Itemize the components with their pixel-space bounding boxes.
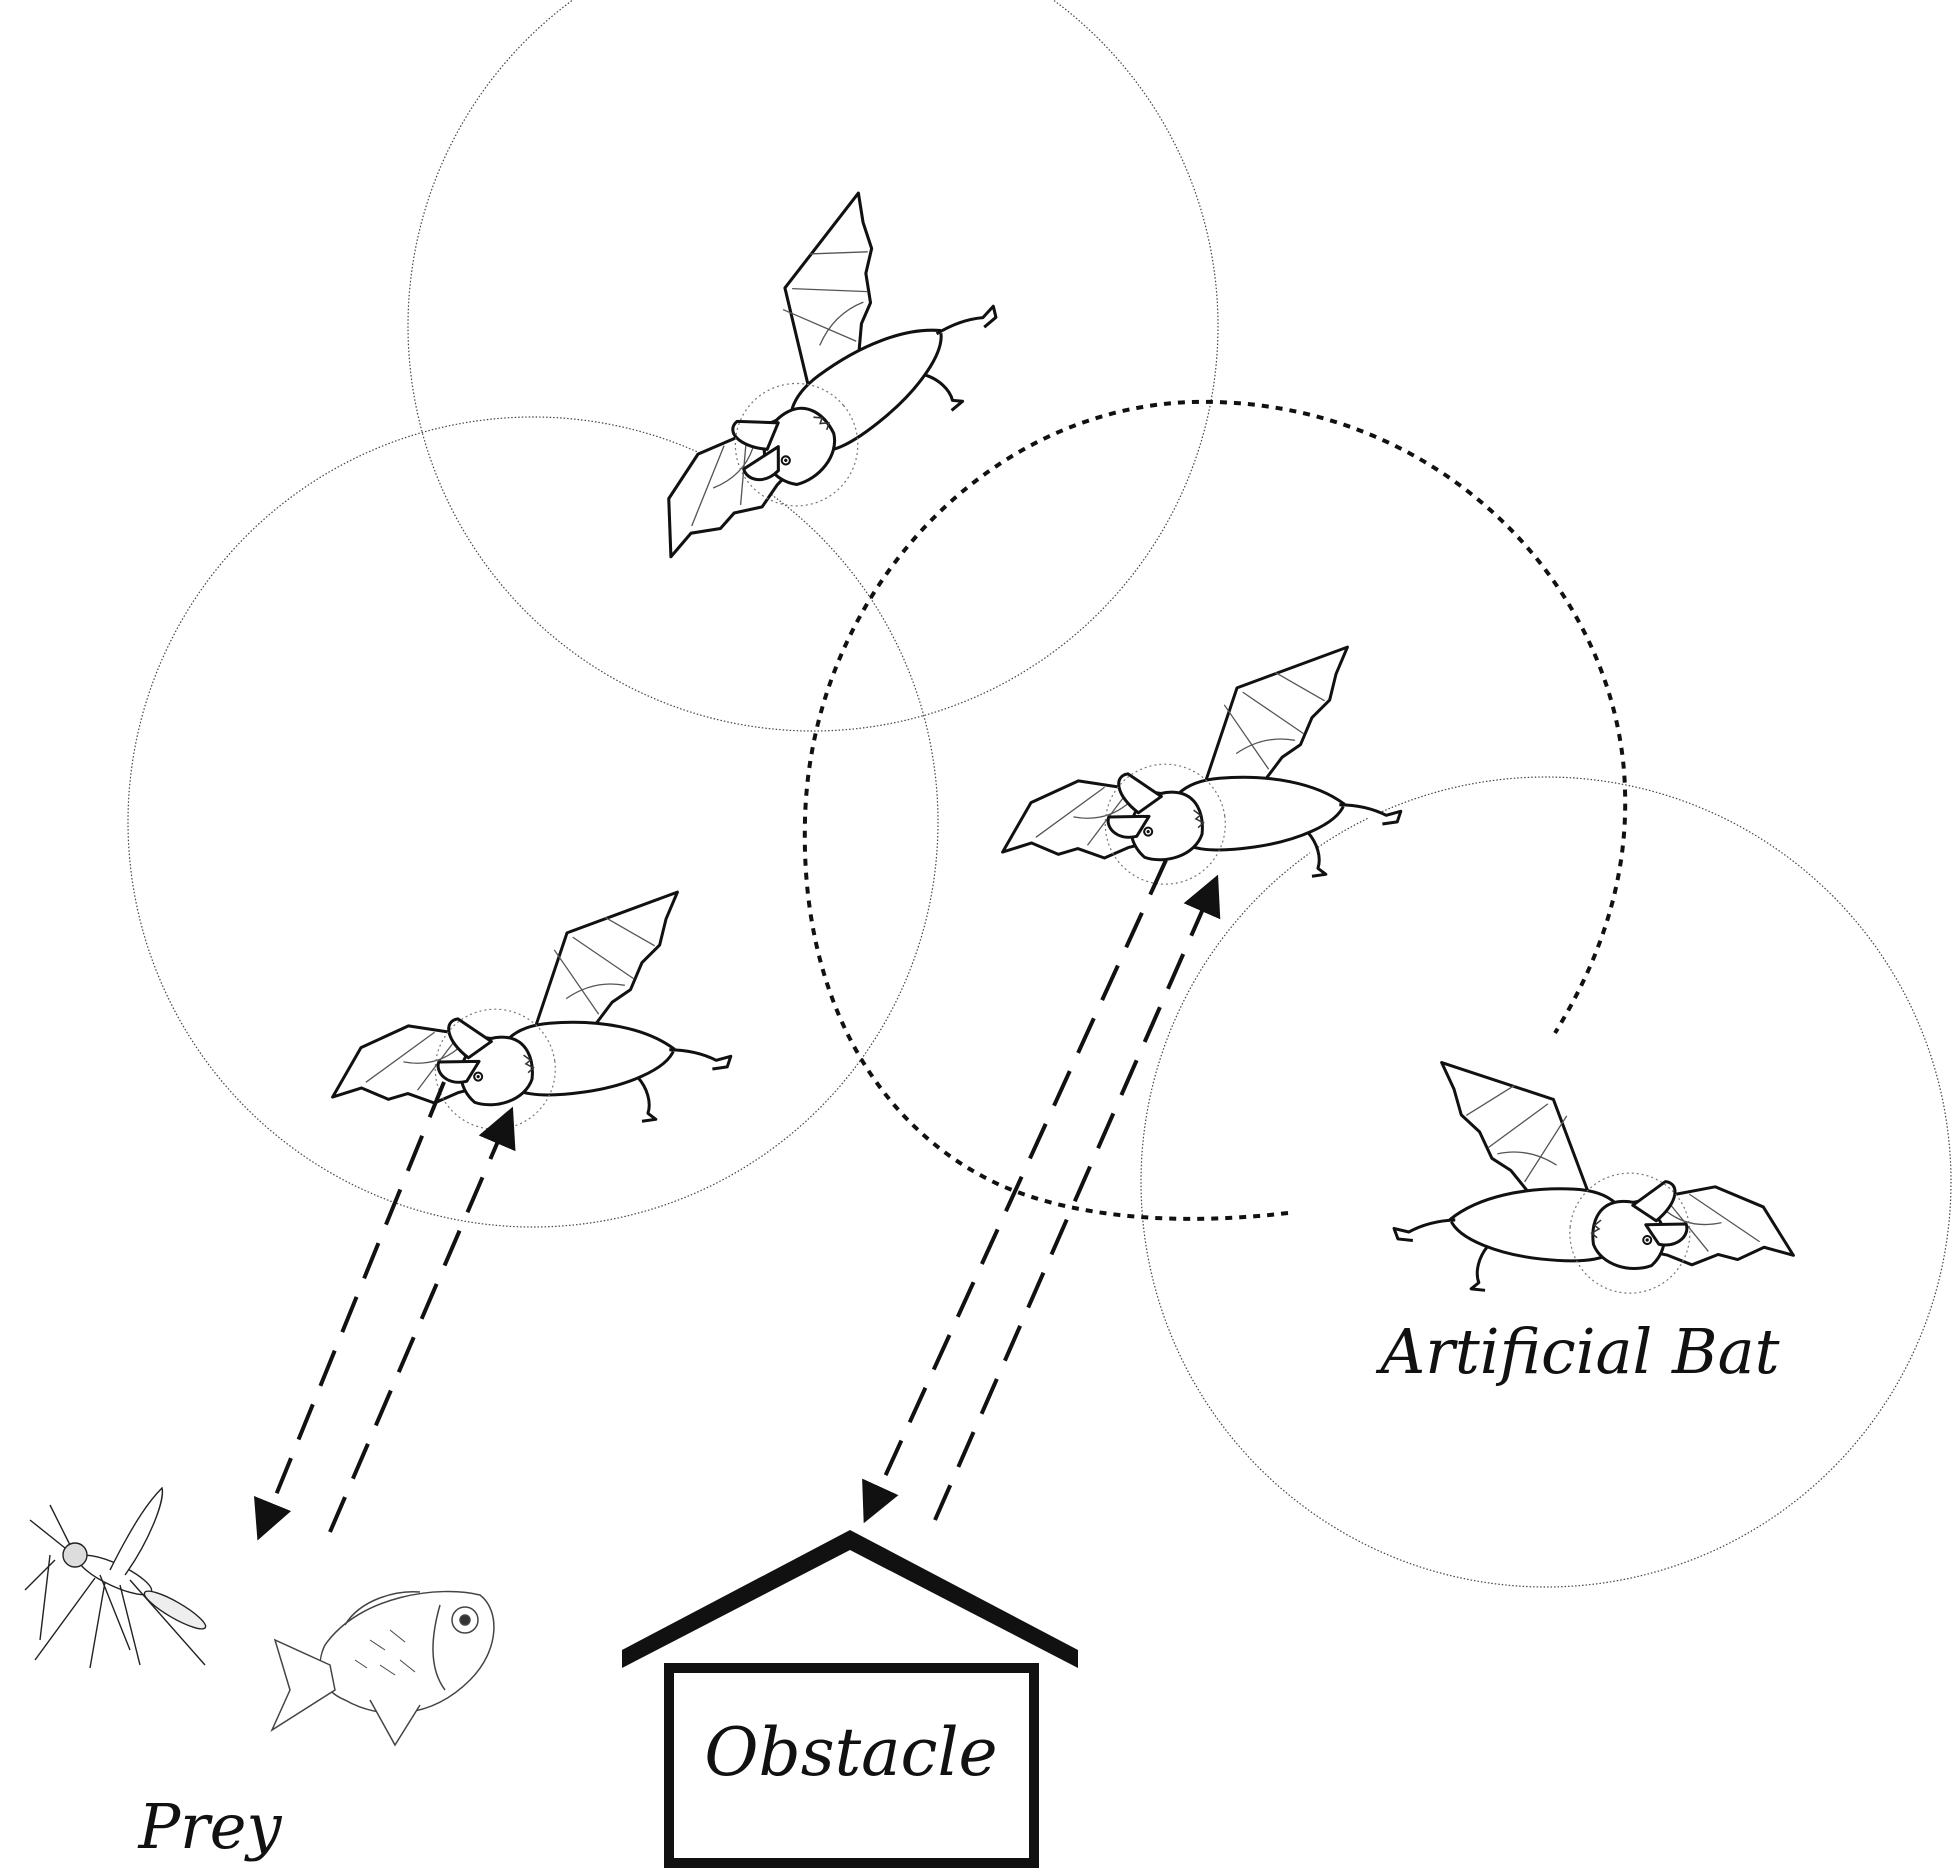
obstacle-house bbox=[622, 1530, 1078, 1868]
obstacle-label: Obstacle bbox=[704, 1714, 997, 1791]
echo-call-arrow-prey bbox=[254, 1081, 446, 1541]
flight-path-arc bbox=[802, 399, 1628, 1221]
range-circle-left bbox=[127, 416, 939, 1228]
bat-middle bbox=[979, 641, 1410, 920]
echo-call-arrow-obstacle bbox=[862, 859, 1168, 1524]
artificial-bat-label: Artificial Bat bbox=[1375, 1315, 1779, 1388]
bat-right bbox=[1389, 1059, 1810, 1322]
bat-left bbox=[309, 886, 740, 1165]
range-circle-top bbox=[407, 0, 1219, 732]
range-circle-right bbox=[1140, 776, 1952, 1588]
mosquito-icon bbox=[24, 1486, 207, 1669]
prey-label: Prey bbox=[137, 1790, 282, 1863]
echo-return-arrow-prey bbox=[328, 1106, 516, 1533]
fish-icon bbox=[270, 1590, 495, 1747]
bat-top bbox=[567, 171, 1029, 611]
